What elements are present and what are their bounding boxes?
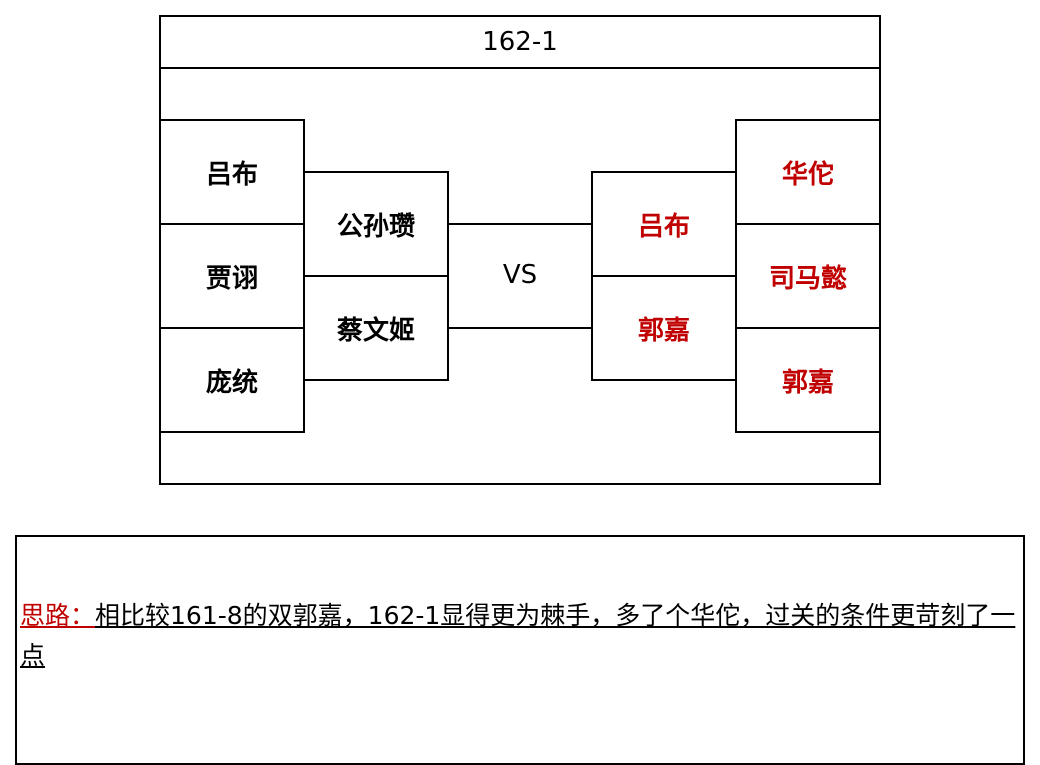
diagram-title: 162-1: [482, 27, 558, 57]
vs-label: VS: [502, 260, 538, 290]
left-front-slot-1: 公孙瓒: [303, 171, 449, 277]
title-divider: [159, 67, 881, 69]
right-back-slot-2: 司马懿: [735, 223, 881, 329]
right-front-slot-2: 郭嘉: [591, 275, 737, 381]
connector-line-bottom: [448, 327, 593, 329]
left-back-slot-1: 吕布: [159, 119, 305, 225]
note-label: 思路：: [20, 601, 96, 630]
strategy-note: 思路：相比较161-8的双郭嘉，162-1显得更为棘手，多了个华佗，过关的条件更…: [20, 596, 1020, 676]
left-back-slot-2: 贾诩: [159, 223, 305, 329]
right-back-slot-1: 华佗: [735, 119, 881, 225]
left-back-slot-3: 庞统: [159, 327, 305, 433]
right-front-slot-1: 吕布: [591, 171, 737, 277]
right-back-slot-3: 郭嘉: [735, 327, 881, 433]
note-body: 相比较161-8的双郭嘉，162-1显得更为棘手，多了个华佗，过关的条件更苛刻了…: [20, 601, 1016, 670]
connector-line-top: [448, 223, 593, 225]
left-front-slot-2: 蔡文姬: [303, 275, 449, 381]
